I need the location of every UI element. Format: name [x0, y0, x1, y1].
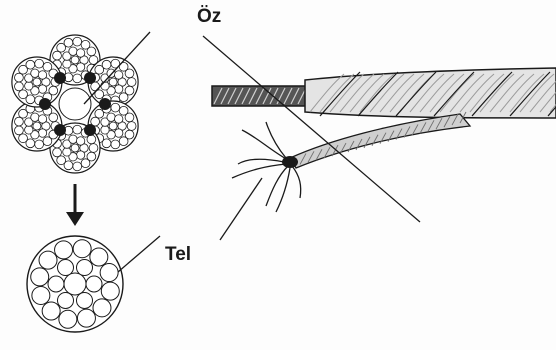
unwound-strand	[282, 112, 470, 168]
wire-circle	[55, 241, 73, 259]
strand-gap	[39, 98, 51, 110]
strand-cross-section	[27, 236, 123, 332]
strand-gap	[99, 98, 111, 110]
wire-circle	[64, 273, 86, 295]
wire-circle	[42, 302, 60, 320]
strand-gap	[54, 124, 66, 136]
wire-circle	[73, 240, 91, 258]
strand-gap	[54, 72, 66, 84]
strand-bundle	[12, 57, 62, 107]
down-arrow-icon	[66, 184, 84, 226]
strand-gap	[84, 72, 96, 84]
core-circle	[59, 88, 91, 120]
wire-circle	[31, 268, 49, 286]
strand-bundle	[12, 101, 62, 151]
wire-circle	[77, 309, 95, 327]
wire-circle	[58, 260, 74, 276]
strand-gap	[84, 124, 96, 136]
wire-label: Tel	[165, 244, 191, 266]
rope-side-view	[305, 68, 556, 118]
rope-cross-section	[12, 35, 138, 173]
rope-core	[212, 86, 313, 106]
wire-circle	[90, 248, 108, 266]
wire-circle	[39, 251, 57, 269]
wire-circle	[100, 264, 118, 282]
wire-circle	[32, 286, 50, 304]
wire-circle	[77, 260, 93, 276]
core-label: Öz	[197, 6, 221, 28]
wire-circle	[77, 292, 93, 308]
wire-circle	[93, 299, 111, 317]
wire-circle	[86, 276, 102, 292]
wire-circle	[101, 282, 119, 300]
wire-circle	[48, 276, 64, 292]
wire-circle	[58, 292, 74, 308]
wire-circle	[59, 310, 77, 328]
strand-bundle	[88, 57, 138, 107]
